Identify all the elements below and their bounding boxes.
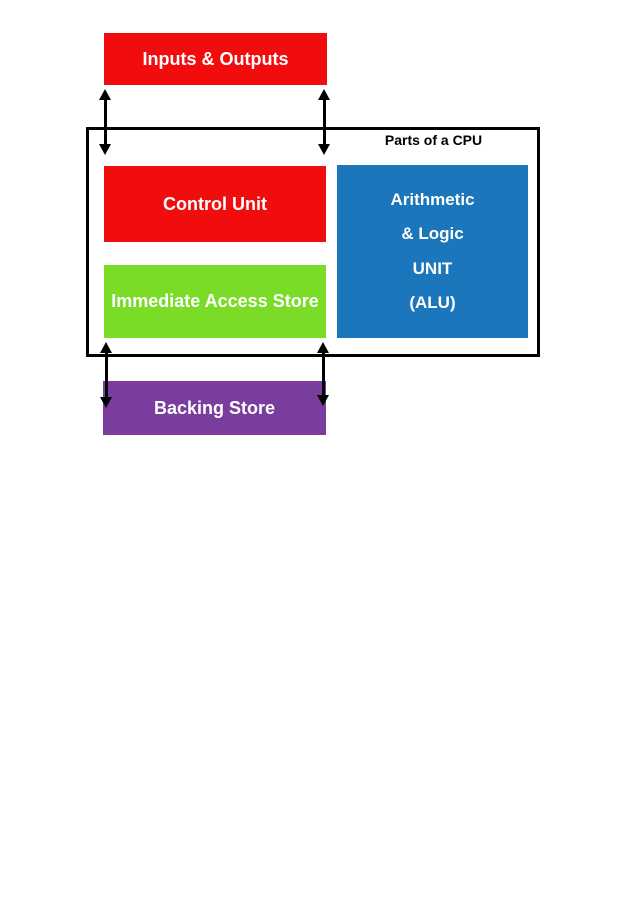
down-arrowhead-icon (100, 397, 112, 408)
up-arrowhead-icon (317, 342, 329, 353)
alu-line-4: (ALU) (409, 293, 456, 313)
alu-line-3: UNIT (412, 258, 453, 278)
double-arrow-backing-right (317, 342, 329, 406)
diagram-title: Parts of a CPU (384, 132, 483, 148)
double-arrow-io-left (99, 89, 111, 155)
backing-store-box: Backing Store (103, 381, 326, 435)
alu-line-2: & Logic (401, 224, 464, 244)
up-arrowhead-icon (99, 89, 111, 100)
up-arrowhead-icon (100, 342, 112, 353)
alu-box: Arithmetic & Logic UNIT (ALU) (337, 165, 528, 338)
down-arrowhead-icon (318, 144, 330, 155)
arrow-shaft (321, 353, 325, 395)
alu-line-1: Arithmetic (390, 189, 475, 209)
immediate-access-store-label: Immediate Access Store (111, 291, 319, 311)
arrow-shaft (322, 100, 326, 144)
double-arrow-backing-left (100, 342, 112, 408)
immediate-access-store-box: Immediate Access Store (104, 265, 326, 338)
double-arrow-io-right (318, 89, 330, 155)
up-arrowhead-icon (318, 89, 330, 100)
backing-store-label: Backing Store (153, 397, 276, 418)
inputs-outputs-label: Inputs & Outputs (142, 48, 289, 69)
control-unit-box: Control Unit (104, 166, 326, 242)
down-arrowhead-icon (317, 395, 329, 406)
arrow-shaft (103, 100, 107, 144)
control-unit-label: Control Unit (163, 193, 267, 214)
cpu-boundary-box (86, 127, 540, 357)
inputs-outputs-box: Inputs & Outputs (104, 33, 327, 85)
arrow-shaft (104, 353, 108, 397)
down-arrowhead-icon (99, 144, 111, 155)
